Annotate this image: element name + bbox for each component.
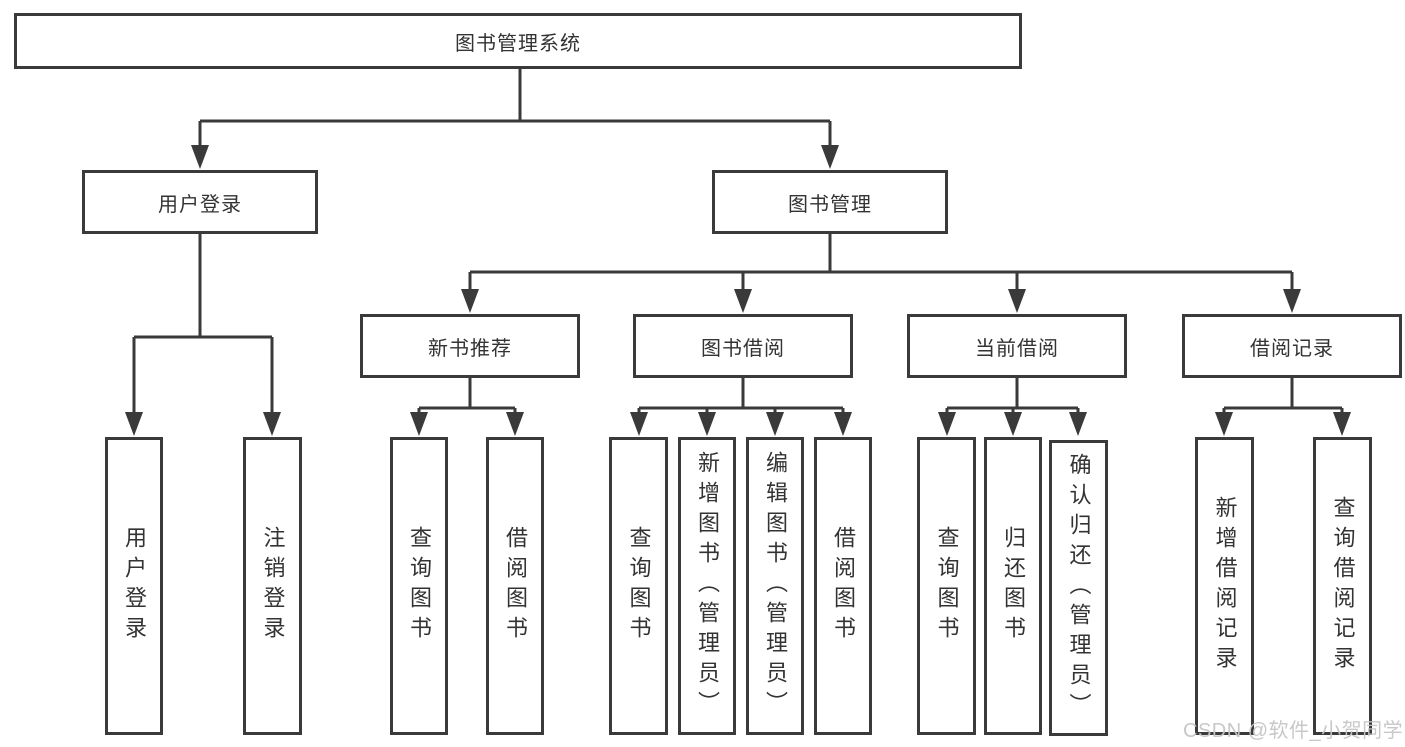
- leaf-borrow-books-2: 借阅图书: [814, 437, 872, 735]
- node-user-login: 用户登录: [82, 170, 318, 234]
- leaf-add-books-admin: 新增图书（管理员）: [678, 437, 736, 735]
- arrowhead-icon: [766, 412, 784, 436]
- arrowhead-icon: [834, 412, 852, 436]
- leaf-logout-login: 注销登录: [243, 437, 302, 735]
- node-library-system: 图书管理系统: [14, 13, 1022, 69]
- leaf-query-books-2-label: 查询图书: [626, 526, 652, 646]
- leaf-return-books: 归还图书: [984, 437, 1042, 735]
- leaf-add-borrow-record: 新增借阅记录: [1195, 437, 1254, 735]
- arrowhead-icon: [263, 412, 281, 436]
- leaf-logout-login-label: 注销登录: [260, 526, 286, 646]
- node-book-borrow-label: 图书借阅: [701, 337, 785, 360]
- leaf-query-books-2: 查询图书: [609, 437, 668, 735]
- leaf-add-borrow-record-label: 新增借阅记录: [1212, 496, 1238, 676]
- leaf-query-borrow-record: 查询借阅记录: [1313, 437, 1372, 735]
- leaf-user-login: 用户登录: [105, 437, 163, 735]
- leaf-query-borrow-record-label: 查询借阅记录: [1330, 496, 1356, 676]
- leaf-edit-books-admin-label: 编辑图书（管理员）: [763, 451, 788, 721]
- leaf-confirm-return-admin: 确认归还（管理员）: [1049, 440, 1108, 736]
- arrowhead-icon: [1283, 289, 1301, 313]
- watermark: CSDN @软件_小贺同学: [1183, 720, 1404, 742]
- leaf-return-books-label: 归还图书: [1001, 526, 1026, 646]
- node-new-book-recommend-label: 新书推荐: [428, 337, 512, 360]
- leaf-edit-books-admin: 编辑图书（管理员）: [746, 437, 804, 735]
- leaf-query-books-3-label: 查询图书: [934, 526, 960, 646]
- node-borrow-records: 借阅记录: [1182, 314, 1402, 378]
- arrowhead-icon: [506, 412, 524, 436]
- arrowhead-icons: [125, 145, 1351, 436]
- arrowhead-icon: [410, 412, 428, 436]
- leaf-add-books-admin-label: 新增图书（管理员）: [695, 451, 720, 721]
- node-borrow-records-label: 借阅记录: [1250, 337, 1334, 360]
- leaf-borrow-books-1-label: 借阅图书: [503, 526, 528, 646]
- leaf-confirm-return-admin-label: 确认归还（管理员）: [1066, 453, 1092, 723]
- arrowhead-icon: [734, 289, 752, 313]
- leaf-user-login-label: 用户登录: [122, 526, 147, 646]
- arrowhead-icon: [1004, 412, 1022, 436]
- node-library-system-label: 图书管理系统: [455, 32, 581, 55]
- node-book-management-label: 图书管理: [788, 193, 872, 216]
- leaf-query-books-1: 查询图书: [390, 437, 448, 735]
- arrowhead-icon: [1069, 412, 1087, 436]
- leaf-query-books-3: 查询图书: [917, 437, 976, 735]
- arrowhead-icon: [630, 412, 648, 436]
- node-current-borrow-label: 当前借阅: [975, 337, 1059, 360]
- node-book-management: 图书管理: [712, 170, 948, 234]
- arrowhead-icon: [938, 412, 956, 436]
- arrowhead-icon: [191, 145, 209, 169]
- leaf-borrow-books-2-label: 借阅图书: [831, 526, 856, 646]
- node-current-borrow: 当前借阅: [907, 314, 1127, 378]
- arrowhead-icon: [1333, 412, 1351, 436]
- arrowhead-icon: [1215, 412, 1233, 436]
- node-book-borrow: 图书借阅: [633, 314, 853, 378]
- arrowhead-icon: [125, 412, 143, 436]
- arrowhead-icon: [1008, 289, 1026, 313]
- arrowhead-icon: [461, 289, 479, 313]
- node-user-login-label: 用户登录: [158, 193, 242, 216]
- arrowhead-icon: [821, 145, 839, 169]
- arrowhead-icon: [698, 412, 716, 436]
- leaf-borrow-books-1: 借阅图书: [486, 437, 544, 735]
- connector-lines: [132, 67, 1344, 414]
- leaf-query-books-1-label: 查询图书: [407, 526, 432, 646]
- node-new-book-recommend: 新书推荐: [360, 314, 580, 378]
